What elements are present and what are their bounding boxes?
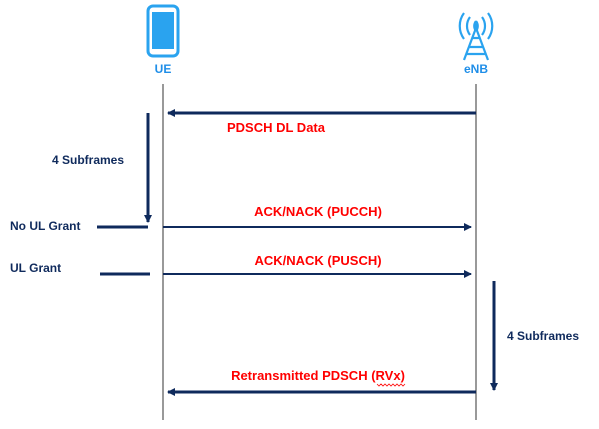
ack-nack-pusch-label: ACK/NACK (PUSCH) (254, 253, 381, 268)
pdsch-dl-data-label: PDSCH DL Data (227, 120, 326, 135)
ul-grant-label: UL Grant (10, 261, 61, 275)
ack-nack-pucch-label: ACK/NACK (PUCCH) (254, 204, 382, 219)
no-ul-grant-label: No UL Grant (10, 219, 80, 233)
retransmitted-pdsch-label: Retransmitted PDSCH (RVx) (231, 368, 405, 383)
enb-label: eNB (464, 62, 488, 76)
smartphone-icon (146, 4, 180, 58)
left-subframes-label: 4 Subframes (52, 153, 124, 167)
spellcheck-underline (376, 383, 406, 387)
ue-label: UE (155, 62, 172, 76)
cell-tower-icon (458, 12, 494, 61)
right-subframes-label: 4 Subframes (507, 329, 579, 343)
